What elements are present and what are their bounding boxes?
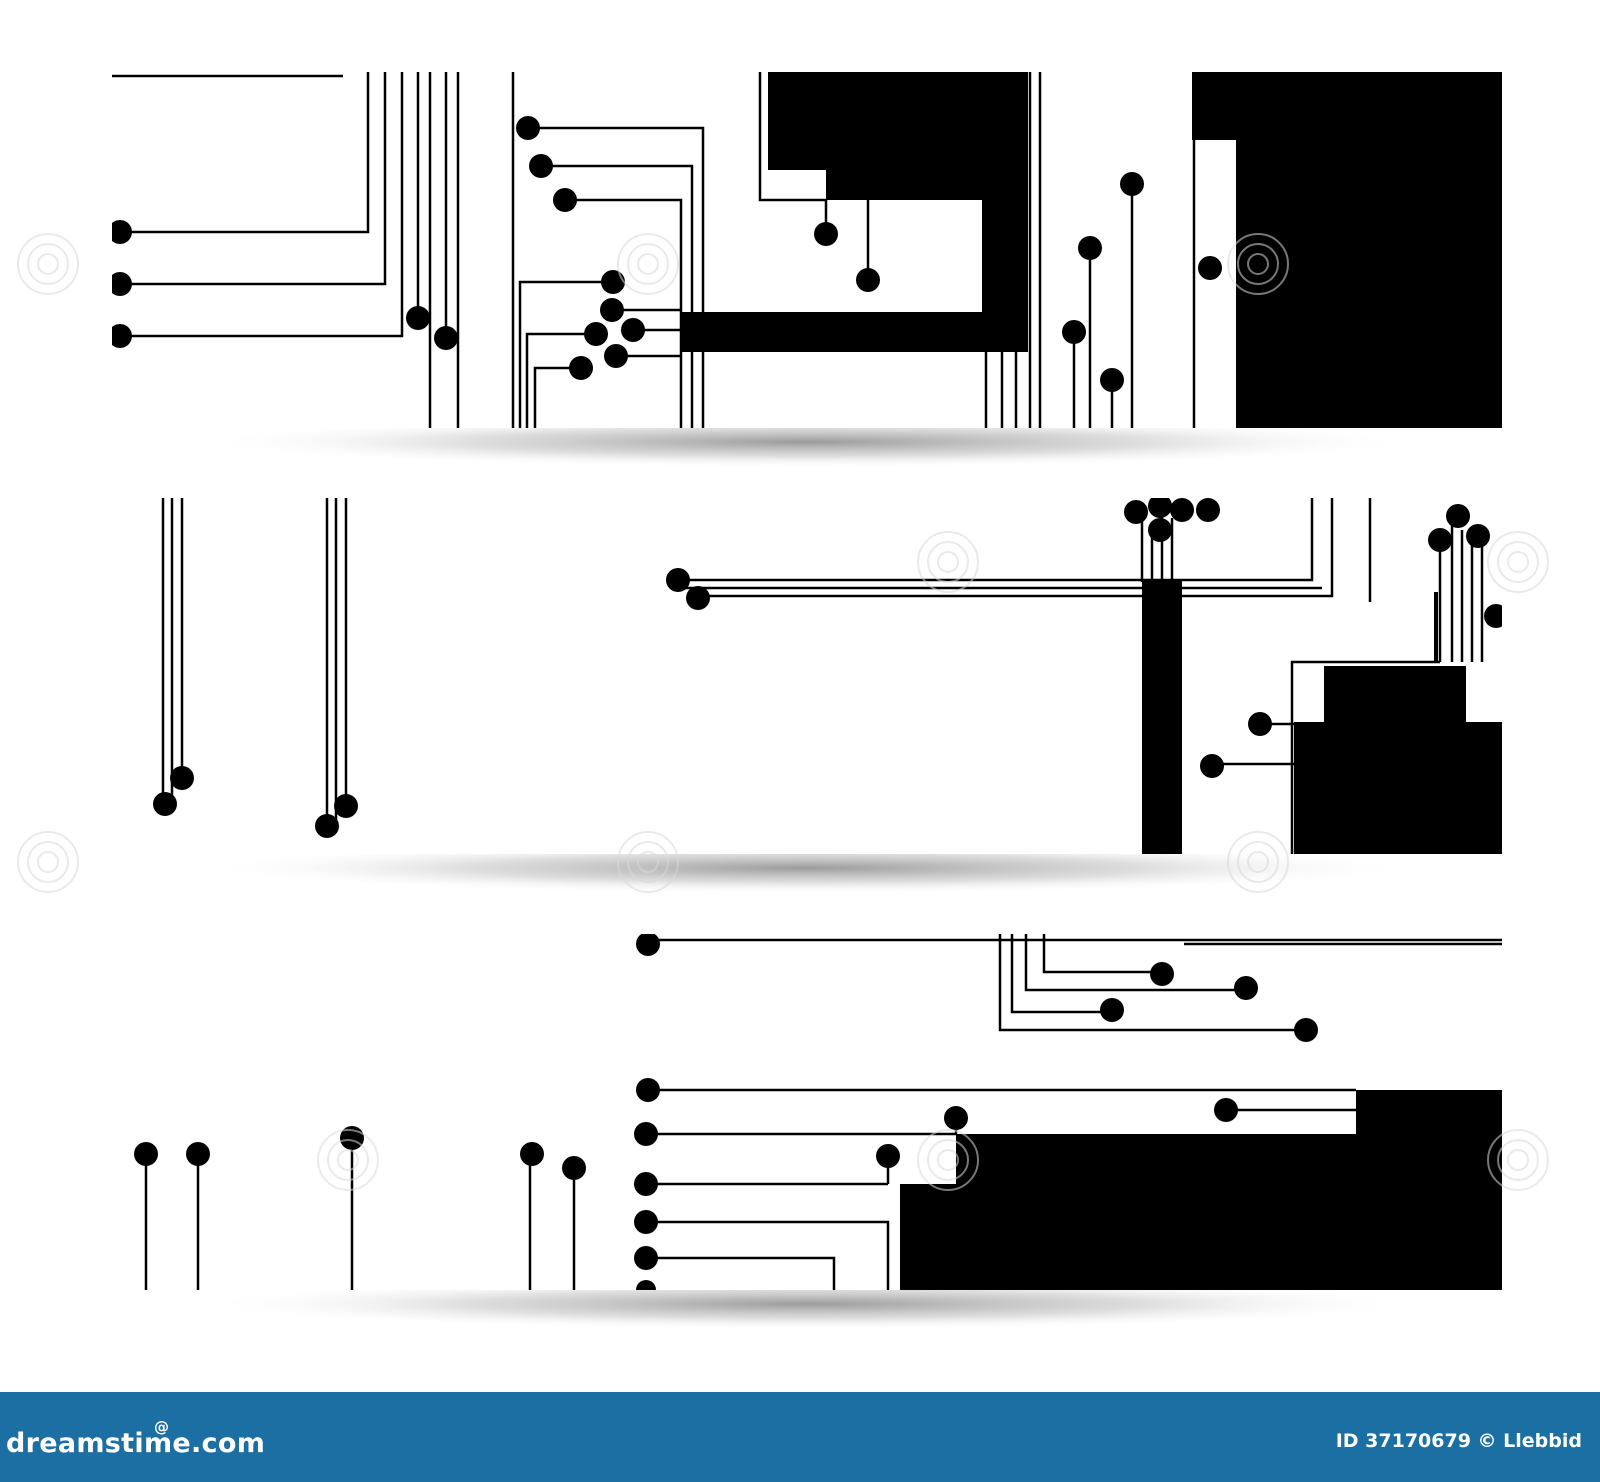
banner-shadow: [197, 1278, 1417, 1330]
circuit-banner-middle: [112, 498, 1502, 854]
footer-logo-text: dreamstime.com: [6, 1428, 266, 1459]
dreamstime-logo[interactable]: dreamstime.com @: [6, 1418, 266, 1459]
circuit-banner-top: [112, 72, 1502, 428]
banner-shadow: [197, 842, 1417, 894]
image-id-credit: ID 37170679 © Llebbid: [1335, 1430, 1582, 1452]
spiral-logo-icon: [17, 233, 1549, 1191]
circuit-banner-bottom: [112, 934, 1502, 1290]
footer-bar: [0, 1392, 1600, 1482]
circuit-banners-artwork: [17, 72, 1549, 1330]
spiral-logo-icon: @: [154, 1418, 170, 1436]
banner-shadow: [197, 416, 1417, 468]
